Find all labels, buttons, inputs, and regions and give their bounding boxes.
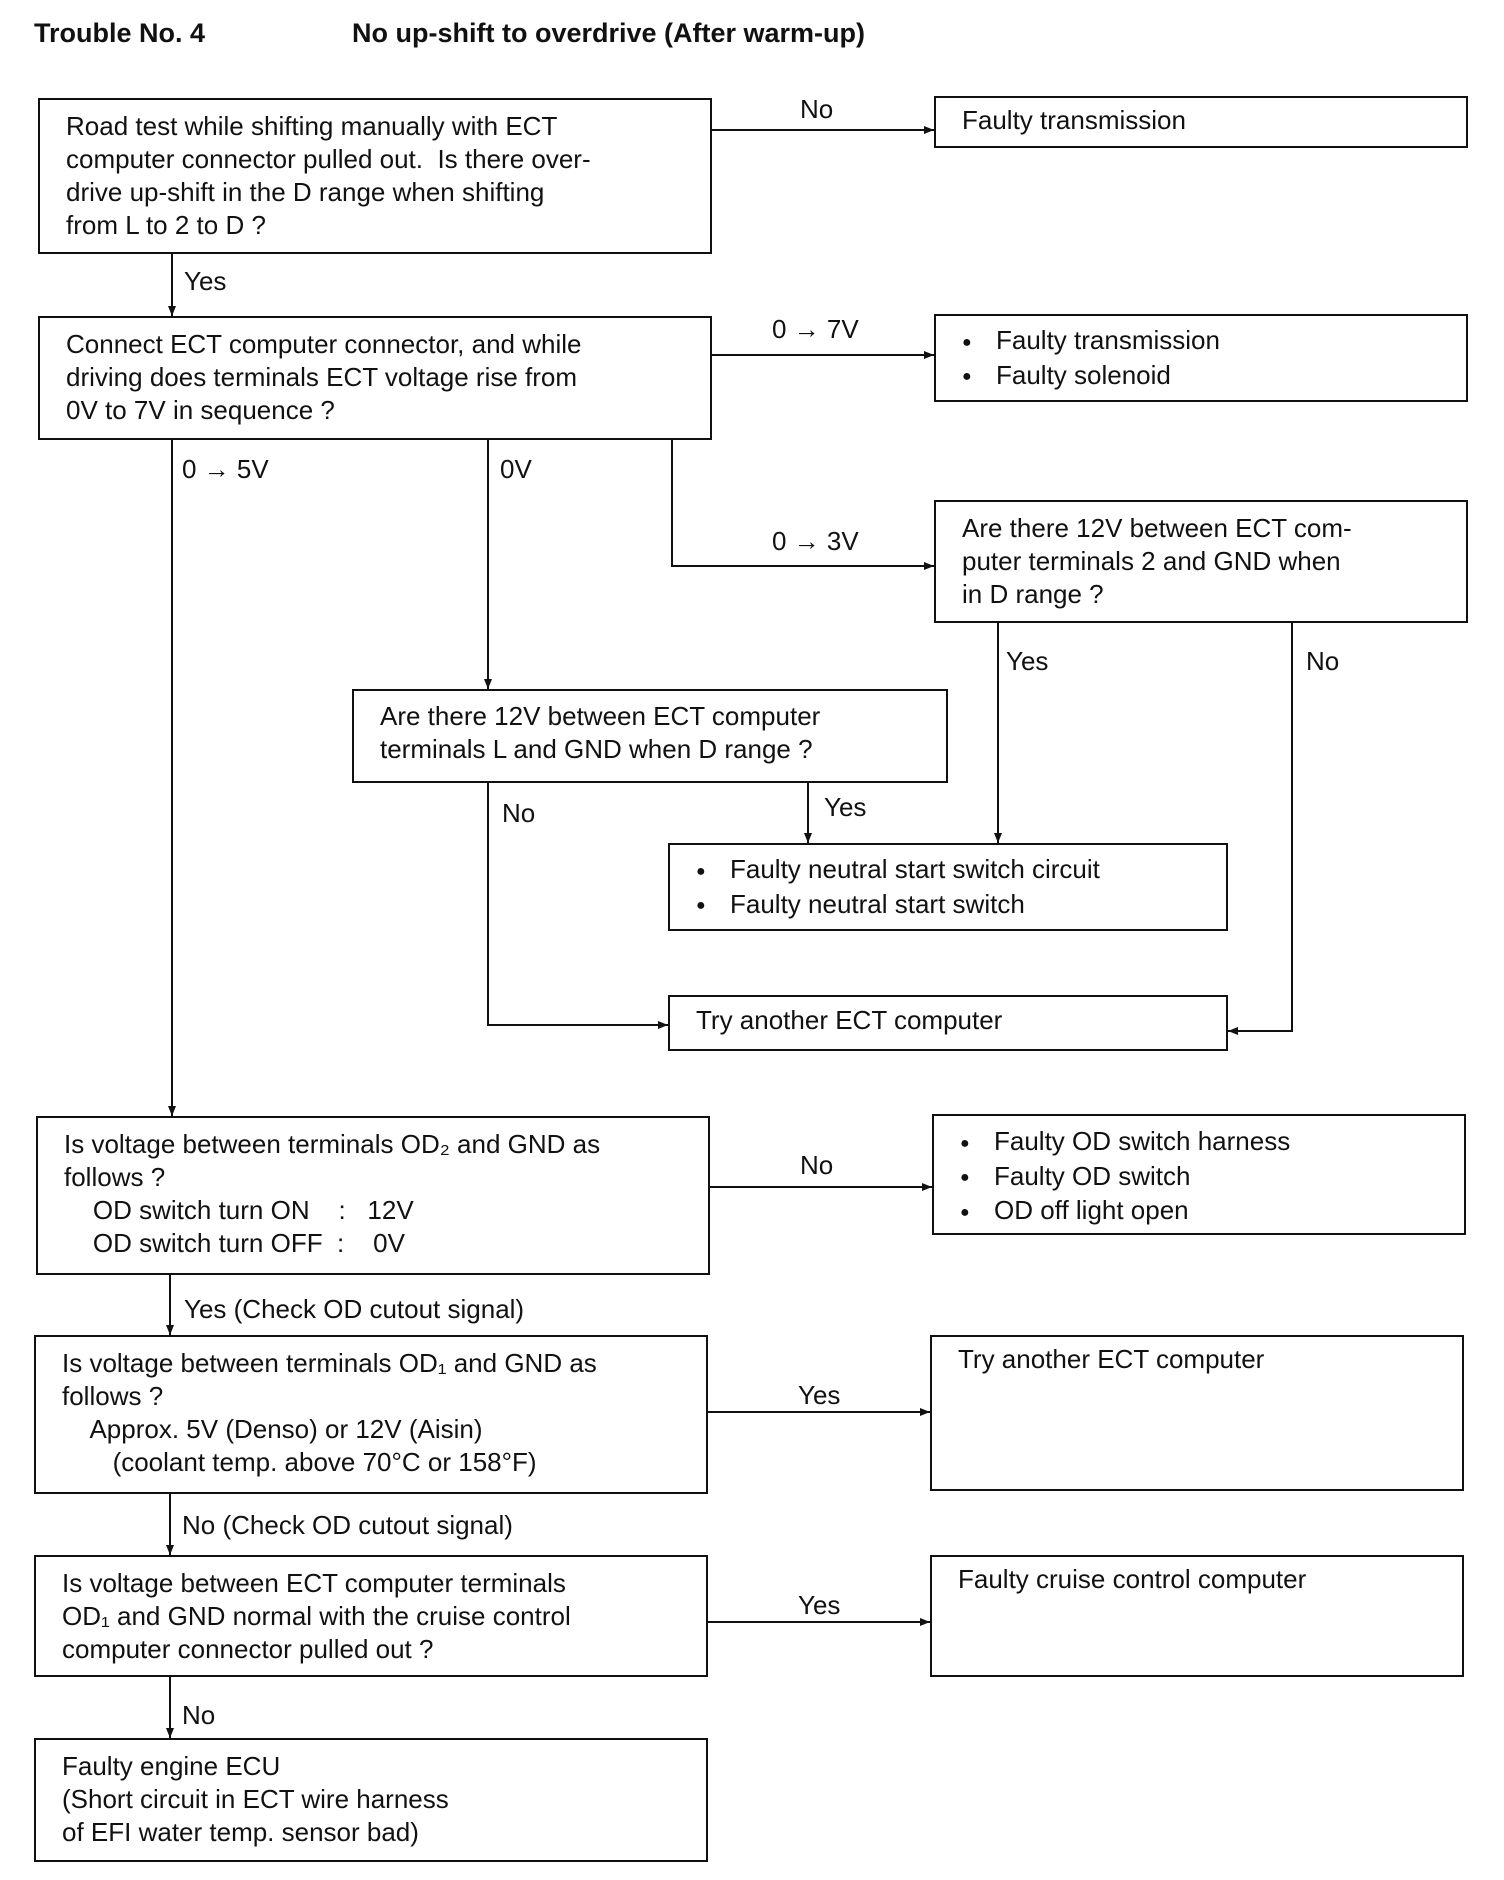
- box-line: Faulty transmission: [962, 105, 1186, 135]
- box-line: Is voltage between terminals OD₁ and GND…: [62, 1348, 597, 1378]
- label-od1-yes: Yes: [798, 1380, 841, 1410]
- arrow-connect-3v: [671, 440, 934, 570]
- label-term2-no: No: [1306, 646, 1340, 676]
- box-road-test: Road test while shifting manually with E…: [38, 98, 712, 254]
- bullet-text: Faulty solenoid: [996, 359, 1171, 390]
- box-neutral-switch: ● Faulty neutral start switch circuit ● Fau…: [668, 843, 1228, 931]
- box-line: OD₁ and GND normal with the cruise contr…: [62, 1601, 571, 1631]
- box-faulty-cruise: Faulty cruise control computer: [930, 1555, 1464, 1677]
- box-connect-ect: Connect ECT computer connector, and whil…: [38, 316, 712, 440]
- box-line: Faulty engine ECU: [62, 1751, 281, 1781]
- bullet-item: ● Faulty solenoid: [962, 359, 1446, 394]
- box-line: computer connector pulled out. Is there …: [66, 144, 591, 174]
- bullet-dot-icon: ●: [962, 368, 972, 386]
- box-try-ect-2: Try another ECT computer: [930, 1335, 1464, 1491]
- box-faulty-transmission: Faulty transmission: [934, 96, 1468, 148]
- trouble-title: No up-shift to overdrive (After warm-up): [352, 18, 866, 48]
- label-voltage-0-3: 0 → 3V: [772, 526, 859, 556]
- box-line: puter terminals 2 and GND when: [962, 546, 1341, 576]
- box-line: Are there 12V between ECT computer: [380, 701, 821, 731]
- box-line: drive up-shift in the D range when shift…: [66, 177, 545, 207]
- bullet-dot-icon: ●: [960, 1134, 970, 1152]
- box-line: follows ?: [64, 1162, 166, 1192]
- bullet-item: ● Faulty OD switch: [960, 1160, 1444, 1195]
- bullet-dot-icon: ●: [960, 1203, 970, 1221]
- box-line: from L to 2 to D ?: [66, 210, 266, 240]
- box-line: (coolant temp. above 70°C or 158°F): [62, 1447, 537, 1477]
- box-line: in D range ?: [962, 579, 1104, 609]
- label-od1-no: No (Check OD cutout signal): [182, 1510, 513, 1540]
- box-line: Faulty cruise control computer: [958, 1564, 1307, 1594]
- box-line: of EFI water temp. sensor bad): [62, 1817, 419, 1847]
- box-line: Approx. 5V (Denso) or 12V (Aisin): [62, 1414, 483, 1444]
- box-line: Are there 12V between ECT com-: [962, 513, 1352, 543]
- box-od2-check: Is voltage between terminals OD₂ and GND…: [36, 1116, 710, 1275]
- label-voltage-0-7: 0 → 7V: [772, 314, 859, 344]
- arrow-termL-no: [487, 783, 668, 1029]
- bullet-dot-icon: ●: [696, 862, 706, 880]
- box-check-terminal-2: Are there 12V between ECT com-puter term…: [934, 500, 1468, 623]
- label-voltage-0-5: 0 → 5V: [182, 454, 269, 484]
- bullet-text: Faulty OD switch harness: [994, 1126, 1291, 1156]
- label-road-yes: Yes: [184, 266, 227, 296]
- label-terml-yes: Yes: [824, 792, 867, 822]
- bullet-item: ● Faulty neutral start switch: [696, 888, 1206, 923]
- box-od1-check: Is voltage between terminals OD₁ and GND…: [34, 1335, 708, 1494]
- label-cruise-yes: Yes: [798, 1590, 841, 1620]
- bullet-dot-icon: ●: [960, 1169, 970, 1187]
- box-line: terminals L and GND when D range ?: [380, 734, 813, 764]
- bullet-item: ● Faulty neutral start switch circuit: [696, 853, 1206, 888]
- trouble-number: Trouble No. 4: [34, 18, 206, 48]
- bullet-dot-icon: ●: [962, 333, 972, 351]
- box-line: Try another ECT computer: [958, 1344, 1265, 1374]
- box-faulty-ecu: Faulty engine ECU(Short circuit in ECT w…: [34, 1738, 708, 1862]
- label-terml-no: No: [502, 798, 536, 828]
- box-line: (Short circuit in ECT wire harness: [62, 1784, 449, 1814]
- box-line: OD switch turn ON : 12V: [64, 1195, 414, 1225]
- arrow-term2-no: [1228, 623, 1293, 1035]
- box-line: computer connector pulled out ?: [62, 1634, 434, 1664]
- bullet-item: ● Faulty transmission: [962, 324, 1446, 359]
- box-line: 0V to 7V in sequence ?: [66, 395, 335, 425]
- bullet-text: OD off light open: [994, 1195, 1189, 1226]
- box-od-faults: ● Faulty OD switch harness ● Faulty OD swit…: [932, 1114, 1466, 1235]
- bullet-text: Faulty OD switch: [994, 1160, 1191, 1191]
- box-cruise-check: Is voltage between ECT computer terminal…: [34, 1555, 708, 1677]
- bullet-text: Faulty neutral start switch: [730, 888, 1025, 919]
- box-line: follows ?: [62, 1381, 164, 1411]
- box-line: Try another ECT computer: [696, 1005, 1003, 1035]
- box-line: Road test while shifting manually with E…: [66, 111, 558, 141]
- box-line: OD switch turn OFF : 0V: [64, 1228, 405, 1258]
- label-voltage-0: 0V: [500, 454, 532, 484]
- bullet-text: Faulty neutral start switch circuit: [730, 854, 1100, 884]
- box-try-ect-1: Try another ECT computer: [668, 995, 1228, 1051]
- bullet-dot-icon: ●: [696, 897, 706, 915]
- box-line: Is voltage between ECT computer terminal…: [62, 1568, 566, 1598]
- label-od2-no: No: [800, 1150, 834, 1180]
- bullet-item: ● OD off light open: [960, 1194, 1444, 1229]
- bullet-text: Faulty transmission: [996, 325, 1220, 355]
- box-line: driving does terminals ECT voltage rise …: [66, 362, 578, 392]
- box-line: Connect ECT computer connector, and whil…: [66, 329, 582, 359]
- label-cruise-no: No: [182, 1700, 216, 1730]
- label-road-no: No: [800, 94, 834, 124]
- label-term2-yes: Yes: [1006, 646, 1049, 676]
- box-transmission-solenoid: ● Faulty transmission ● Faulty solenoid: [934, 314, 1468, 402]
- box-line: Is voltage between terminals OD₂ and GND…: [64, 1129, 601, 1159]
- bullet-item: ● Faulty OD switch harness: [960, 1125, 1444, 1160]
- label-od2-yes: Yes (Check OD cutout signal): [184, 1294, 525, 1324]
